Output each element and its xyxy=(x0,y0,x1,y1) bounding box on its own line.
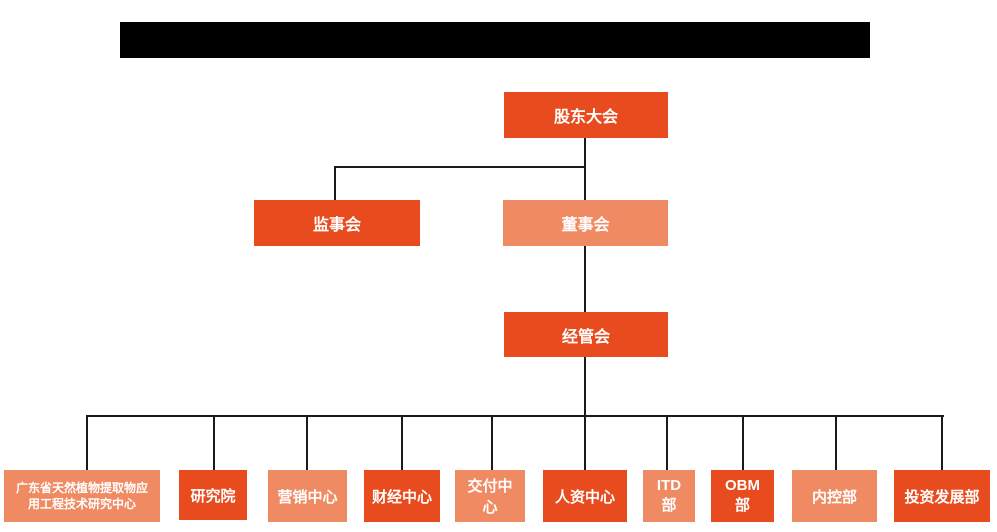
org-node-supervisory-board: 监事会 xyxy=(254,200,420,246)
connector-line xyxy=(584,415,586,470)
org-node-obm-department: OBM部 xyxy=(711,470,774,522)
connector-line xyxy=(742,415,744,470)
org-node-internal-control-department: 内控部 xyxy=(792,470,877,522)
org-node-label: 监事会 xyxy=(312,217,361,234)
org-node-label: 董事会 xyxy=(561,217,610,234)
org-node-research-center: 广东省天然植物提取物应用工程技术研究中心 xyxy=(4,470,160,522)
redacted-title-bar xyxy=(120,22,870,58)
org-node-label: OBM部 xyxy=(725,477,760,514)
connector-line xyxy=(401,415,403,470)
connector-line xyxy=(941,415,943,470)
connector-line xyxy=(306,415,308,470)
connector-line xyxy=(584,246,586,312)
connector-line xyxy=(334,166,586,168)
org-node-label: 广东省天然植物提取物应用工程技术研究中心 xyxy=(15,480,148,511)
org-node-label: 投资发展部 xyxy=(904,488,980,506)
org-node-label: 财经中心 xyxy=(372,488,433,506)
connector-line xyxy=(334,166,336,200)
connector-line xyxy=(86,415,88,470)
org-node-label: 内控部 xyxy=(811,488,857,506)
connector-line xyxy=(584,357,586,417)
org-node-label: 经管会 xyxy=(561,328,610,346)
org-node-marketing-center: 营销中心 xyxy=(268,470,347,522)
connector-line xyxy=(86,415,944,417)
org-node-management-committee: 经管会 xyxy=(504,312,668,357)
org-node-label: ITD部 xyxy=(656,477,682,514)
org-node-label: 研究院 xyxy=(190,487,236,505)
org-node-label: 股东大会 xyxy=(553,109,618,126)
org-node-hr-center: 人资中心 xyxy=(543,470,627,522)
org-node-label: 营销中心 xyxy=(277,488,338,506)
org-node-delivery-center: 交付中心 xyxy=(455,470,525,522)
connector-line xyxy=(666,415,668,470)
connector-line xyxy=(835,415,837,470)
org-node-finance-center: 财经中心 xyxy=(364,470,440,522)
org-node-investment-development-department: 投资发展部 xyxy=(894,470,990,522)
org-node-label: 人资中心 xyxy=(554,488,615,506)
org-node-label: 交付中心 xyxy=(467,478,513,516)
org-node-research-institute: 研究院 xyxy=(179,470,247,520)
connector-line xyxy=(213,415,215,470)
org-node-itd-department: ITD部 xyxy=(643,470,695,522)
org-node-board-of-directors: 董事会 xyxy=(503,200,668,246)
connector-line xyxy=(584,138,586,200)
org-node-shareholders-meeting: 股东大会 xyxy=(504,92,668,138)
connector-line xyxy=(491,415,493,470)
